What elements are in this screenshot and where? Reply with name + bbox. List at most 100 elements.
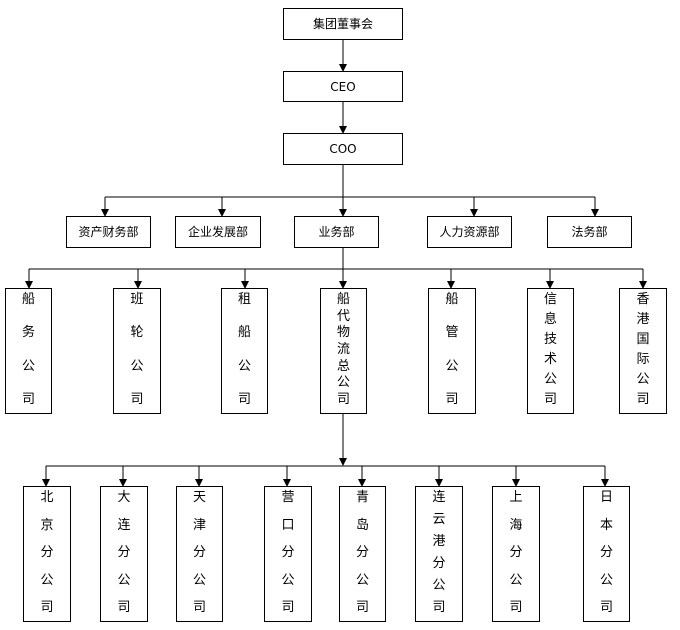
node-yingkou-char-3: 公 xyxy=(281,572,295,588)
node-beijing-char-3: 公 xyxy=(40,572,54,588)
node-dalian-char-1: 连 xyxy=(117,517,131,533)
node-qingdao-char-1: 岛 xyxy=(355,517,369,533)
node-tianjin-char-2: 分 xyxy=(192,545,206,560)
node-lianyungang-char-0: 连 xyxy=(432,490,446,505)
node-it-char-1: 息 xyxy=(543,312,557,327)
node-liner: 班轮公司 xyxy=(113,288,161,414)
node-beijing-char-1: 京 xyxy=(40,517,54,533)
node-yingkou-char-2: 分 xyxy=(281,545,295,560)
node-dalian-char-4: 司 xyxy=(117,600,131,615)
node-yingkou-char-0: 营 xyxy=(281,490,295,505)
node-beijing-char-2: 分 xyxy=(40,545,54,560)
node-dev: 企业发展部 xyxy=(175,216,261,248)
node-finance: 资产财务部 xyxy=(66,216,151,248)
node-hk-char-2: 国 xyxy=(636,332,650,347)
node-hk-char-0: 香 xyxy=(636,292,650,307)
node-liner-char-1: 轮 xyxy=(130,325,144,341)
node-beijing-char-0: 北 xyxy=(40,490,54,505)
node-shipping-char-0: 船 xyxy=(21,292,35,307)
node-shipping-char-1: 务 xyxy=(21,325,35,341)
node-shipmgmt-char-1: 管 xyxy=(445,325,459,341)
node-it-char-4: 公 xyxy=(543,372,557,387)
node-japan: 日本分公司 xyxy=(583,486,630,622)
node-lianyungang-char-1: 云 xyxy=(432,512,446,527)
node-lianyungang-char-5: 司 xyxy=(432,600,446,615)
node-agency-char-6: 司 xyxy=(336,391,350,407)
node-qingdao-char-4: 司 xyxy=(355,600,369,615)
node-board-label: 集团董事会 xyxy=(312,17,373,31)
node-finance-label: 资产财务部 xyxy=(78,225,139,239)
node-business: 业务部 xyxy=(294,216,379,248)
node-hk-char-3: 际 xyxy=(636,352,650,367)
node-it: 信息技术公司 xyxy=(527,288,574,414)
node-lianyungang-char-2: 港 xyxy=(432,534,446,549)
node-qingdao-char-0: 青 xyxy=(355,490,369,505)
node-japan-char-4: 司 xyxy=(599,600,613,615)
node-qingdao: 青岛分公司 xyxy=(339,486,386,622)
node-tianjin-char-4: 司 xyxy=(192,600,206,615)
node-hr-label: 人力资源部 xyxy=(439,225,500,239)
node-dalian-char-3: 公 xyxy=(117,572,131,588)
node-qingdao-char-2: 分 xyxy=(355,545,369,560)
node-yingkou-char-1: 口 xyxy=(281,517,295,533)
node-beijing-char-4: 司 xyxy=(40,600,54,615)
node-it-char-0: 信 xyxy=(543,292,557,307)
node-it-char-5: 司 xyxy=(543,392,557,407)
node-liner-char-3: 司 xyxy=(130,391,144,407)
node-shipping: 船务公司 xyxy=(5,288,52,414)
node-dalian-char-2: 分 xyxy=(117,545,131,560)
node-charter-char-0: 租 xyxy=(237,292,251,307)
node-hr: 人力资源部 xyxy=(427,216,512,248)
node-tianjin-char-0: 天 xyxy=(192,490,206,505)
node-charter-char-1: 船 xyxy=(237,325,251,341)
node-charter-char-3: 司 xyxy=(237,391,251,407)
node-liner-char-0: 班 xyxy=(130,292,144,307)
node-shipmgmt-char-0: 船 xyxy=(445,292,459,307)
node-beijing: 北京分公司 xyxy=(23,486,71,622)
node-lianyungang: 连云港分公司 xyxy=(415,486,463,622)
node-shipping-char-2: 公 xyxy=(21,358,35,374)
node-japan-char-1: 本 xyxy=(599,517,613,533)
node-ceo-label: CEO xyxy=(330,79,356,94)
node-shipping-char-3: 司 xyxy=(21,391,35,407)
node-agency-char-4: 总 xyxy=(336,358,350,374)
node-shipmgmt-char-2: 公 xyxy=(445,358,459,374)
node-japan-char-3: 公 xyxy=(599,572,613,588)
node-shanghai-char-3: 公 xyxy=(509,572,523,588)
node-japan-char-2: 分 xyxy=(599,545,613,560)
node-dalian-char-0: 大 xyxy=(117,490,131,505)
node-tianjin: 天津分公司 xyxy=(176,486,223,622)
node-liner-char-2: 公 xyxy=(130,358,144,374)
node-board: 集团董事会 xyxy=(283,8,403,40)
node-hk-char-5: 司 xyxy=(636,392,650,407)
node-hk-char-1: 港 xyxy=(636,312,650,327)
node-agency: 船代物流总公司 xyxy=(320,288,367,414)
node-agency-char-3: 流 xyxy=(336,341,350,357)
node-agency-char-0: 船 xyxy=(336,292,350,307)
node-shanghai-char-4: 司 xyxy=(509,600,523,615)
node-legal-label: 法务部 xyxy=(571,225,608,239)
node-legal: 法务部 xyxy=(547,216,632,248)
node-it-char-3: 术 xyxy=(543,352,557,367)
node-hk: 香港国际公司 xyxy=(619,288,667,414)
node-tianjin-char-3: 公 xyxy=(192,572,206,588)
node-tianjin-char-1: 津 xyxy=(192,517,206,533)
node-dalian: 大连分公司 xyxy=(100,486,148,622)
node-charter-char-2: 公 xyxy=(237,358,251,374)
node-coo-label: COO xyxy=(329,142,357,156)
node-shipmgmt-char-3: 司 xyxy=(445,391,459,407)
node-shanghai: 上海分公司 xyxy=(492,486,540,622)
node-agency-char-2: 物 xyxy=(336,325,350,341)
node-dev-label: 企业发展部 xyxy=(187,225,248,239)
node-yingkou: 营口分公司 xyxy=(264,486,312,622)
node-it-char-2: 技 xyxy=(543,332,557,347)
node-coo: COO xyxy=(283,133,403,165)
node-shipmgmt: 船管公司 xyxy=(428,288,476,414)
node-ceo: CEO xyxy=(283,71,403,102)
node-lianyungang-char-3: 分 xyxy=(432,556,446,571)
node-charter: 租船公司 xyxy=(221,288,268,414)
node-hk-char-4: 公 xyxy=(636,372,650,387)
node-agency-char-1: 代 xyxy=(336,308,350,324)
